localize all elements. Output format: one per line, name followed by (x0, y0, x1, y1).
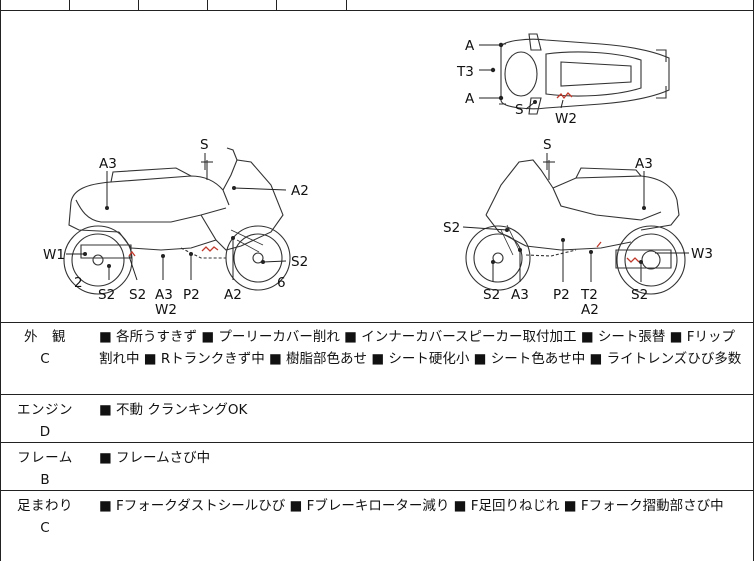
callout-left-2: 2 (74, 275, 83, 291)
callout-top-w2: W2 (555, 111, 577, 127)
section-notes: ■ 不動 クランキングOK (99, 402, 248, 418)
callout-left-s2-a: S2 (98, 287, 115, 303)
callout-right-a2: A2 (581, 302, 599, 318)
previous-table-row-fragment (1, 0, 753, 11)
motorcycle-diagram-svg: A T3 A S W2 S A3 A2 W1 S2 2 S2 S2 A3 W2 … (43, 33, 713, 318)
callout-left-a2-top: A2 (291, 183, 309, 199)
callout-left-6: 6 (277, 275, 286, 291)
callout-right-s2-left: S2 (443, 220, 460, 236)
callout-left-s: S (200, 137, 209, 153)
section-engine: エンジン D ■ 不動 クランキングOK (1, 395, 753, 443)
callout-left-p2: P2 (183, 287, 200, 303)
leader-dots (83, 42, 646, 268)
callout-top-a-lower: A (465, 91, 475, 107)
section-label: フレーム B (1, 443, 89, 491)
category-name: フレーム (17, 450, 73, 466)
callout-left-s2-b: S2 (129, 287, 146, 303)
section-label: 足まわり C (1, 491, 89, 539)
category-grade: B (40, 472, 50, 488)
category-name: 外 観 (24, 329, 66, 345)
callout-left-s2-right: S2 (291, 254, 308, 270)
callout-right-a3-bottom: A3 (511, 287, 529, 303)
callout-right-w3: W3 (691, 246, 713, 262)
callout-left-w2: W2 (155, 302, 177, 318)
category-name: 足まわり (17, 498, 73, 514)
left-side-scooter (63, 147, 291, 295)
damage-diagram: A T3 A S W2 S A3 A2 W1 S2 2 S2 S2 A3 W2 … (1, 10, 753, 323)
section-frame: フレーム B ■ フレームさび中 (1, 443, 753, 491)
callout-left-a3-bottom: A3 (155, 287, 173, 303)
callout-left-a2-bottom: A2 (224, 287, 242, 303)
section-notes: ■ 各所うすきず ■ プーリーカバー削れ ■ インナーカバースピーカー取付加工 … (99, 329, 742, 367)
callout-left-a3-top: A3 (99, 156, 117, 172)
section-notes: ■ Fフォークダストシールひび ■ Fブレーキローター減り ■ F足回りねじれ … (99, 498, 724, 514)
section-suspension: 足まわり C ■ Fフォークダストシールひび ■ Fブレーキローター減り ■ F… (1, 491, 753, 561)
callout-right-s: S (543, 137, 552, 153)
top-view-scooter (499, 33, 670, 115)
category-grade: C (40, 351, 50, 367)
callout-right-s2-a: S2 (483, 287, 500, 303)
damage-marks (128, 92, 640, 263)
category-grade: C (40, 520, 50, 536)
callout-top-t3: T3 (456, 64, 474, 80)
section-label: エンジン D (1, 395, 89, 443)
category-name: エンジン (17, 402, 73, 418)
callout-right-p2: P2 (553, 287, 570, 303)
category-grade: D (39, 424, 51, 440)
callout-top-s: S (515, 102, 524, 118)
callout-right-s2-b: S2 (631, 287, 648, 303)
section-label: 外 観 C (1, 322, 89, 370)
callout-right-a3-top: A3 (635, 156, 653, 172)
callout-right-t2: T2 (580, 287, 598, 303)
section-exterior: 外 観 C ■ 各所うすきず ■ プーリーカバー削れ ■ インナーカバースピーカ… (1, 322, 753, 395)
callout-top-a-upper: A (465, 38, 475, 54)
section-notes: ■ フレームさび中 (99, 450, 211, 466)
right-side-scooter (465, 159, 686, 295)
callout-left-w1: W1 (43, 247, 65, 263)
leader-lines (66, 44, 689, 282)
